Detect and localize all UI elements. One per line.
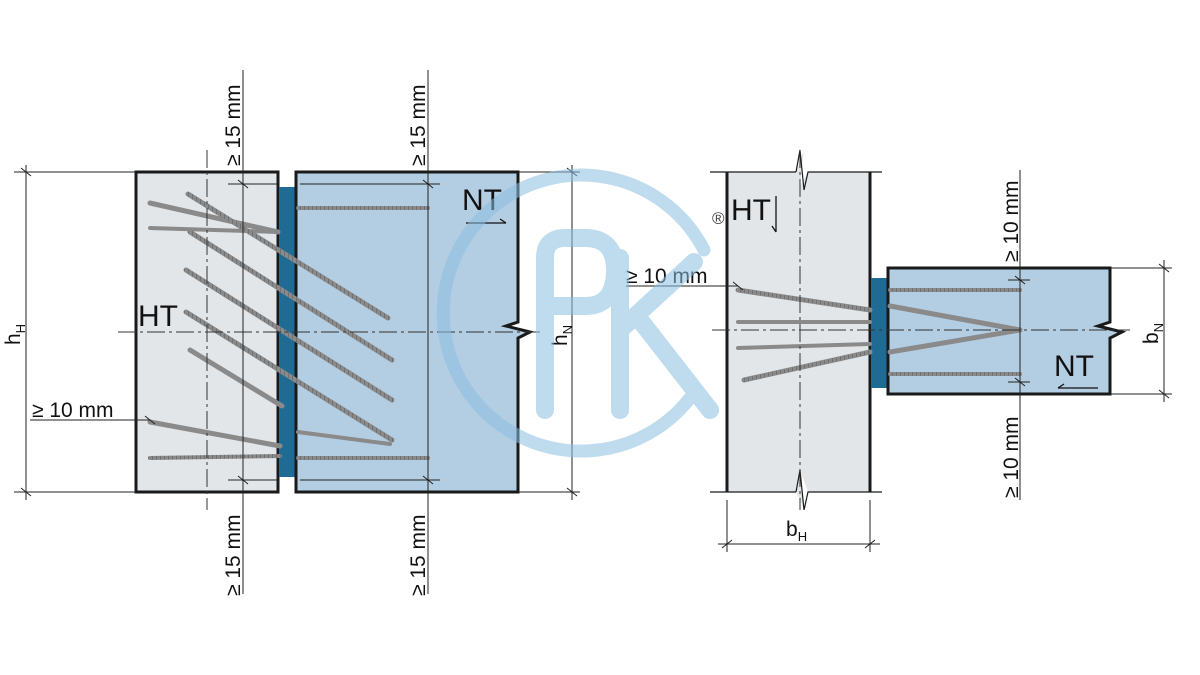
force-arrow-icon <box>771 196 777 233</box>
min-top-secondary-label: ≥ 15 mm <box>407 84 430 166</box>
screw <box>887 303 1023 333</box>
break-lines <box>710 149 882 511</box>
screw <box>187 347 285 409</box>
bearing-plate-side <box>871 278 887 388</box>
min-top-label-right: ≥ 10 mm <box>1000 180 1023 262</box>
main-beam-label-right: HT <box>731 194 771 227</box>
screw <box>887 327 1023 355</box>
screw-group-right <box>735 287 1023 383</box>
center-lines-right <box>712 150 1130 510</box>
main-beam-elevation <box>727 150 870 508</box>
dimension-lines-right <box>626 170 1172 552</box>
height-secondary-label: hN <box>549 325 575 346</box>
width-secondary-label: bN <box>1140 323 1166 344</box>
screw <box>148 226 280 234</box>
secondary-beam-label-right: NT <box>1054 350 1094 383</box>
screw <box>147 200 281 235</box>
min-top-main-label: ≥ 15 mm <box>222 84 245 166</box>
center-lines-left <box>118 150 540 510</box>
right-view: HT NT bH bN ≥ 10 mm ≥ 10 mm ≥ 10 mm <box>626 149 1172 552</box>
min-bottom-main-label: ≥ 15 mm <box>222 514 245 596</box>
height-main-label: hH <box>2 324 28 345</box>
screw-group-left <box>147 191 430 460</box>
screw <box>147 419 283 449</box>
main-beam-label: HT <box>138 300 178 333</box>
left-view: HT NT hH hN ≥ 15 mm ≥ 15 mm ≥ 15 mm ≥ 15… <box>2 70 580 596</box>
min-bottom-secondary-label: ≥ 15 mm <box>407 514 430 596</box>
force-arrow-icon <box>1057 383 1098 389</box>
screw <box>736 342 872 350</box>
width-main-label: bH <box>786 518 807 544</box>
screw <box>296 430 392 446</box>
min-bottom-label-right: ≥ 10 mm <box>1000 416 1023 498</box>
registered-mark: ® <box>712 209 725 228</box>
min-edge-label: ≥ 10 mm <box>32 399 114 422</box>
watermark-logo <box>436 168 719 458</box>
